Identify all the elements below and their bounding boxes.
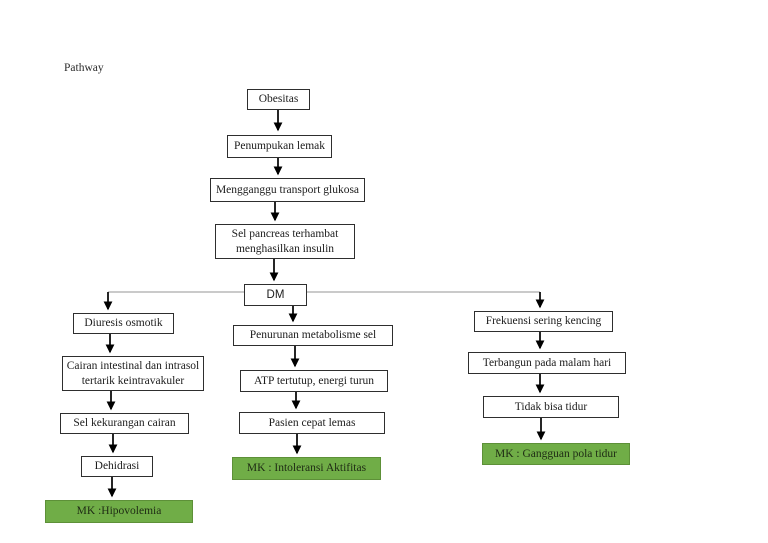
node-tidak-bisa-tidur: Tidak bisa tidur bbox=[483, 396, 619, 418]
node-obesitas: Obesitas bbox=[247, 89, 310, 110]
page-title: Pathway bbox=[64, 62, 104, 74]
node-pasien-cepat-lemas: Pasien cepat lemas bbox=[239, 412, 385, 434]
node-diuresis-osmotik: Diuresis osmotik bbox=[73, 313, 174, 334]
node-dm: DM bbox=[244, 284, 307, 306]
node-atp-tertutup: ATP tertutup, energi turun bbox=[240, 370, 388, 392]
node-terbangun-malam: Terbangun pada malam hari bbox=[468, 352, 626, 374]
outcome-intoleransi-aktifitas: MK : Intoleransi Aktifitas bbox=[232, 457, 381, 480]
node-sel-pancreas: Sel pancreas terhambat menghasilkan insu… bbox=[215, 224, 355, 259]
node-penumpukan-lemak: Penumpukan lemak bbox=[227, 135, 332, 158]
node-penurunan-metabolisme: Penurunan metabolisme sel bbox=[233, 325, 393, 346]
node-sel-kekurangan-cairan: Sel kekurangan cairan bbox=[60, 413, 189, 434]
outcome-gangguan-pola-tidur: MK : Gangguan pola tidur bbox=[482, 443, 630, 465]
node-cairan-intestinal: Cairan intestinal dan intrasol tertarik … bbox=[62, 356, 204, 391]
node-dehidrasi: Dehidrasi bbox=[81, 456, 153, 477]
node-frekuensi-kencing: Frekuensi sering kencing bbox=[474, 311, 613, 332]
outcome-hipovolemia: MK :Hipovolemia bbox=[45, 500, 193, 523]
node-mengganggu-transport: Mengganggu transport glukosa bbox=[210, 178, 365, 202]
